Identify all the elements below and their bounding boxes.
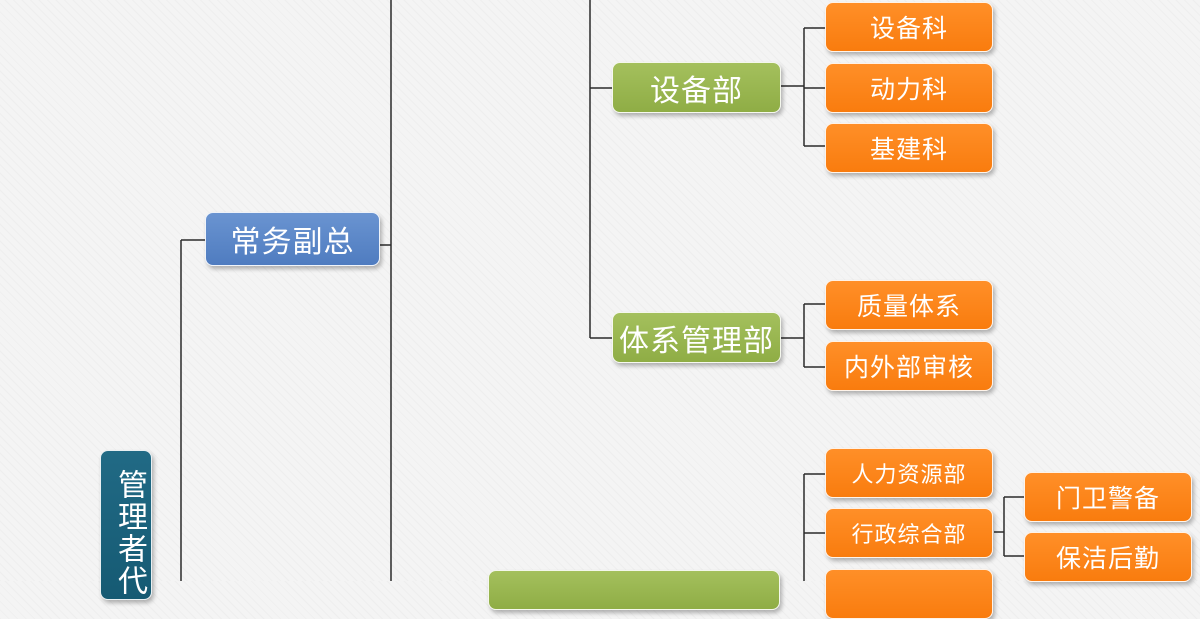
section-node-power[interactable]: 动力科 bbox=[825, 63, 993, 113]
section-node-administration[interactable]: 行政综合部 bbox=[825, 508, 993, 558]
section-node-construction[interactable]: 基建科 bbox=[825, 123, 993, 173]
section-node-audit[interactable]: 内外部审核 bbox=[825, 341, 993, 391]
subsection-label-gate-security: 门卫警备 bbox=[1055, 484, 1160, 513]
executive-vice-president-node[interactable]: 常务副总 bbox=[205, 212, 380, 266]
section-node-partial[interactable] bbox=[825, 569, 993, 619]
section-node-human-resources[interactable]: 人力资源部 bbox=[825, 448, 993, 498]
section-label-construction: 基建科 bbox=[869, 135, 948, 164]
section-label-quality-system: 质量体系 bbox=[856, 292, 961, 321]
connector-lines bbox=[180, 0, 1024, 581]
section-label-administration: 行政综合部 bbox=[851, 523, 967, 548]
root-node-label: 管理者代 bbox=[112, 469, 147, 597]
department-node-partial[interactable] bbox=[488, 570, 780, 610]
section-node-quality-system[interactable]: 质量体系 bbox=[825, 280, 993, 330]
equipment-department-node[interactable]: 设备部 bbox=[612, 62, 781, 113]
section-node-equipment[interactable]: 设备科 bbox=[825, 2, 993, 52]
subsection-label-cleaning: 保洁后勤 bbox=[1055, 544, 1160, 573]
root-node-management-representative[interactable]: 管理者代 bbox=[100, 450, 152, 600]
executive-node-label: 常务副总 bbox=[230, 225, 355, 260]
section-label-audit: 内外部审核 bbox=[843, 353, 974, 382]
section-label-power: 动力科 bbox=[869, 75, 948, 104]
subsection-node-gate-security[interactable]: 门卫警备 bbox=[1024, 472, 1192, 522]
system-management-department-label: 体系管理部 bbox=[619, 323, 774, 359]
section-label-human-resources: 人力资源部 bbox=[851, 463, 967, 488]
subsection-node-cleaning[interactable]: 保洁后勤 bbox=[1024, 532, 1192, 582]
system-management-department-node[interactable]: 体系管理部 bbox=[612, 312, 781, 363]
section-label-equipment: 设备科 bbox=[869, 14, 948, 43]
equipment-department-label: 设备部 bbox=[650, 73, 743, 109]
